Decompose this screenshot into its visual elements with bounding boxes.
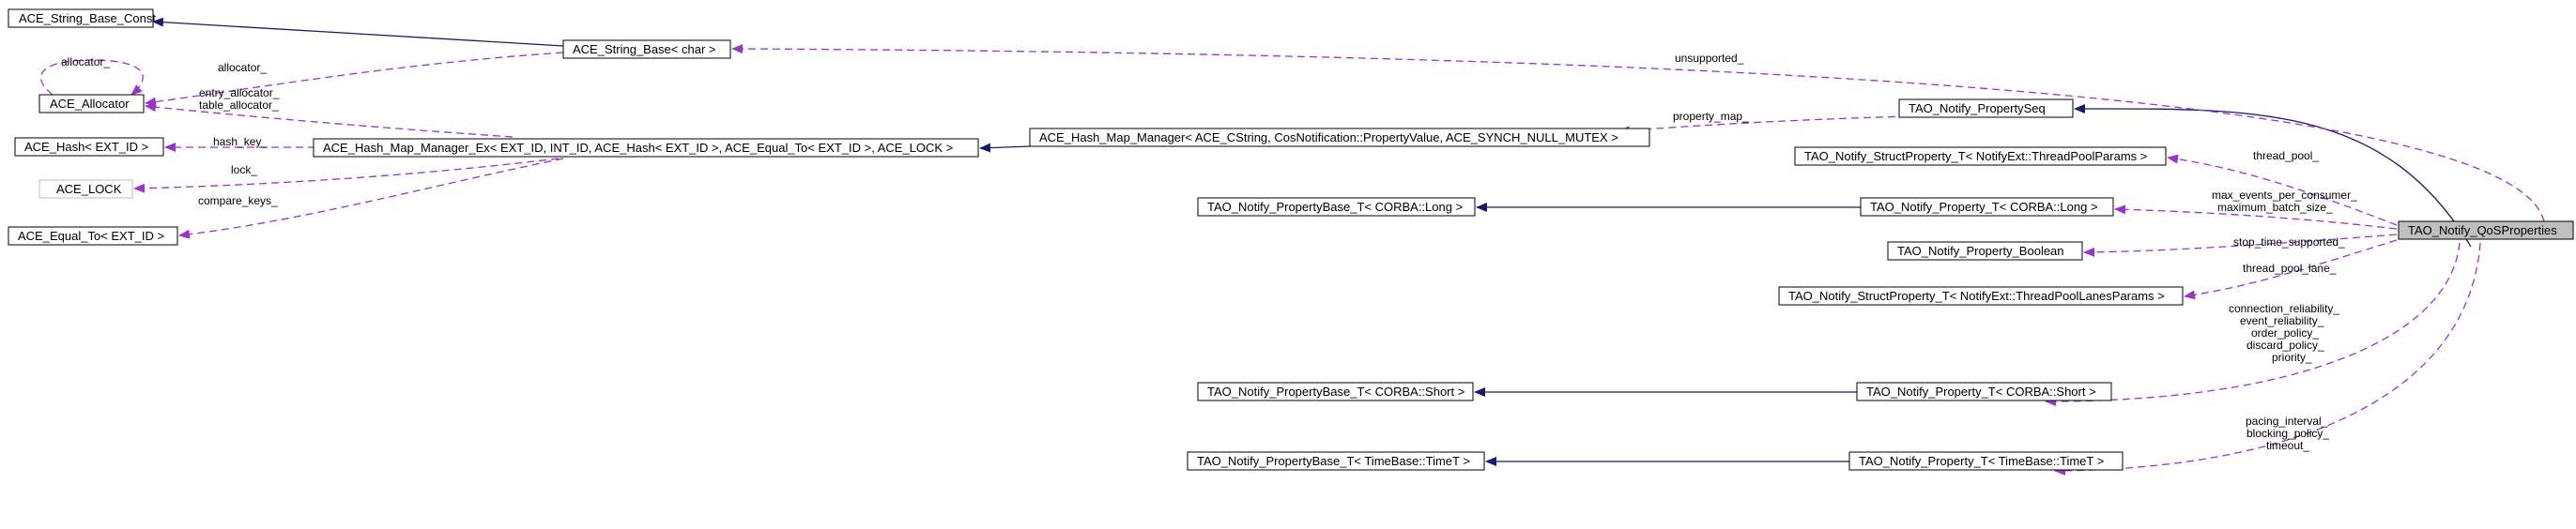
svg-text:TAO_Notify_PropertyBase_T< Tim: TAO_Notify_PropertyBase_T< TimeBase::Tim…	[1197, 454, 1470, 468]
edge-qos-unsupported	[731, 44, 2545, 222]
svg-text:ACE_LOCK: ACE_LOCK	[56, 182, 122, 196]
svg-text:ACE_Allocator: ACE_Allocator	[50, 97, 130, 111]
edge-qos-threadpool	[2167, 154, 2398, 226]
label-entry-allocator: entry_allocator_	[199, 86, 280, 99]
edge-propseq-to-hashmapmgr	[2074, 103, 2472, 248]
label-event-reliability: event_reliability_	[2240, 314, 2324, 327]
node-ace-hash-ext[interactable]: ACE_Hash< EXT_ID >	[14, 137, 164, 157]
label-table-allocator: table_allocator_	[199, 98, 279, 112]
edge-hashmapex-lock	[133, 158, 560, 193]
label-max-events: max_events_per_consumer_	[2212, 189, 2357, 202]
edge-propseq-propertymap	[1618, 115, 1909, 136]
label-stop-time: stop_time_supported_	[2233, 235, 2345, 249]
edge-hashmapex-comparekeys	[178, 158, 564, 239]
svg-text:TAO_Notify_StructProperty_T< N: TAO_Notify_StructProperty_T< NotifyExt::…	[1804, 149, 2147, 163]
node-ace-hash-map-manager-ex[interactable]: ACE_Hash_Map_Manager_Ex< EXT_ID, INT_ID,…	[313, 138, 979, 158]
label-blocking-policy: blocking_policy_	[2246, 427, 2329, 440]
label-thread-pool: thread_pool_	[2253, 149, 2319, 162]
label-compare-keys: compare_keys_	[198, 194, 278, 207]
node-tao-notify-property-short[interactable]: TAO_Notify_Property_T< CORBA::Short >	[1856, 382, 2112, 401]
edge-qos-short	[2045, 242, 2461, 406]
label-property-map: property_map_	[1673, 110, 1749, 123]
node-ace-string-base-const[interactable]: ACE_String_Base_Const	[8, 8, 156, 28]
label-max-batch: maximum_batch_size_	[2217, 201, 2333, 214]
node-tao-notify-property-timet[interactable]: TAO_Notify_Property_T< TimeBase::TimeT >	[1848, 451, 2124, 471]
svg-text:TAO_Notify_Property_T< TimeBas: TAO_Notify_Property_T< TimeBase::TimeT >	[1859, 454, 2104, 468]
svg-text:TAO_Notify_PropertyBase_T< COR: TAO_Notify_PropertyBase_T< CORBA::Long >	[1207, 200, 1463, 214]
label-unsupported: unsupported_	[1675, 52, 1744, 65]
label-allocator: allocator_	[218, 61, 267, 74]
svg-text:TAO_Notify_QoSProperties: TAO_Notify_QoSProperties	[2408, 223, 2557, 237]
node-ace-hash-map-manager[interactable]: ACE_Hash_Map_Manager< ACE_CString, CosNo…	[1029, 128, 1650, 147]
svg-text:TAO_Notify_PropertyBase_T< COR: TAO_Notify_PropertyBase_T< CORBA::Short …	[1207, 385, 1464, 399]
node-tao-notify-property-boolean[interactable]: TAO_Notify_Property_Boolean	[1887, 241, 2083, 261]
edge-qos-long	[2114, 204, 2398, 230]
edge-qos-boolean	[2083, 234, 2398, 257]
svg-text:ACE_String_Base< char >: ACE_String_Base< char >	[573, 42, 715, 56]
edge-stringbase-to-const	[152, 17, 564, 47]
label-allocator-self: allocator_	[61, 55, 110, 68]
node-ace-string-base-char[interactable]: ACE_String_Base< char >	[562, 39, 731, 59]
svg-text:TAO_Notify_PropertySeq: TAO_Notify_PropertySeq	[1909, 101, 2046, 115]
svg-text:TAO_Notify_Property_T< CORBA::: TAO_Notify_Property_T< CORBA::Long >	[1870, 200, 2098, 214]
label-timeout: timeout_	[2266, 439, 2309, 452]
svg-text:TAO_Notify_Property_T< CORBA::: TAO_Notify_Property_T< CORBA::Short >	[1866, 385, 2096, 399]
label-pacing-interval: pacing_interval_	[2246, 415, 2328, 428]
node-tao-notify-propertybase-timet[interactable]: TAO_Notify_PropertyBase_T< TimeBase::Tim…	[1187, 451, 1485, 471]
label-connection-reliability: connection_reliability_	[2229, 302, 2339, 315]
svg-text:ACE_Hash_Map_Manager< ACE_CStr: ACE_Hash_Map_Manager< ACE_CString, CosNo…	[1039, 130, 1618, 144]
svg-text:TAO_Notify_StructProperty_T< N: TAO_Notify_StructProperty_T< NotifyExt::…	[1788, 289, 2165, 303]
svg-text:ACE_Hash_Map_Manager_Ex< EXT_I: ACE_Hash_Map_Manager_Ex< EXT_ID, INT_ID,…	[323, 141, 953, 155]
node-ace-equal-to-ext[interactable]: ACE_Equal_To< EXT_ID >	[8, 226, 178, 246]
label-priority: priority_	[2272, 351, 2312, 364]
label-lock: lock_	[231, 163, 257, 176]
label-thread-pool-lane: thread_pool_lane_	[2243, 262, 2337, 275]
label-hash-key: hash_key_	[213, 135, 268, 148]
label-order-policy: order_policy_	[2251, 326, 2319, 340]
node-tao-notify-propertybase-long[interactable]: TAO_Notify_PropertyBase_T< CORBA::Long >	[1197, 197, 1476, 217]
edge-stringbase-allocator	[145, 52, 564, 107]
node-tao-notify-structproperty-threadpool[interactable]: TAO_Notify_StructProperty_T< NotifyExt::…	[1794, 146, 2167, 166]
edge-allocator-self	[40, 59, 144, 96]
svg-text:ACE_Hash< EXT_ID >: ACE_Hash< EXT_ID >	[24, 140, 148, 154]
node-tao-notify-property-seq[interactable]: TAO_Notify_PropertySeq	[1898, 98, 2074, 118]
node-ace-lock[interactable]: ACE_LOCK	[38, 179, 133, 199]
node-tao-notify-qos-properties[interactable]: TAO_Notify_QoSProperties	[2398, 220, 2574, 240]
svg-text:ACE_Equal_To< EXT_ID >: ACE_Equal_To< EXT_ID >	[18, 229, 164, 243]
edge-qos-timet	[2054, 242, 2481, 476]
label-discard-policy: discard_policy_	[2246, 339, 2324, 352]
node-ace-allocator[interactable]: ACE_Allocator	[38, 94, 145, 113]
svg-text:TAO_Notify_Property_Boolean: TAO_Notify_Property_Boolean	[1897, 244, 2064, 258]
svg-text:ACE_String_Base_Const: ACE_String_Base_Const	[19, 11, 156, 25]
node-tao-notify-structproperty-lanes[interactable]: TAO_Notify_StructProperty_T< NotifyExt::…	[1778, 286, 2184, 306]
node-tao-notify-propertybase-short[interactable]: TAO_Notify_PropertyBase_T< CORBA::Short …	[1197, 382, 1474, 401]
edge-hashmapex-allocators	[145, 102, 514, 138]
edge-hashmapmgr-to-ex	[979, 143, 1031, 153]
node-tao-notify-property-long[interactable]: TAO_Notify_Property_T< CORBA::Long >	[1860, 197, 2114, 217]
